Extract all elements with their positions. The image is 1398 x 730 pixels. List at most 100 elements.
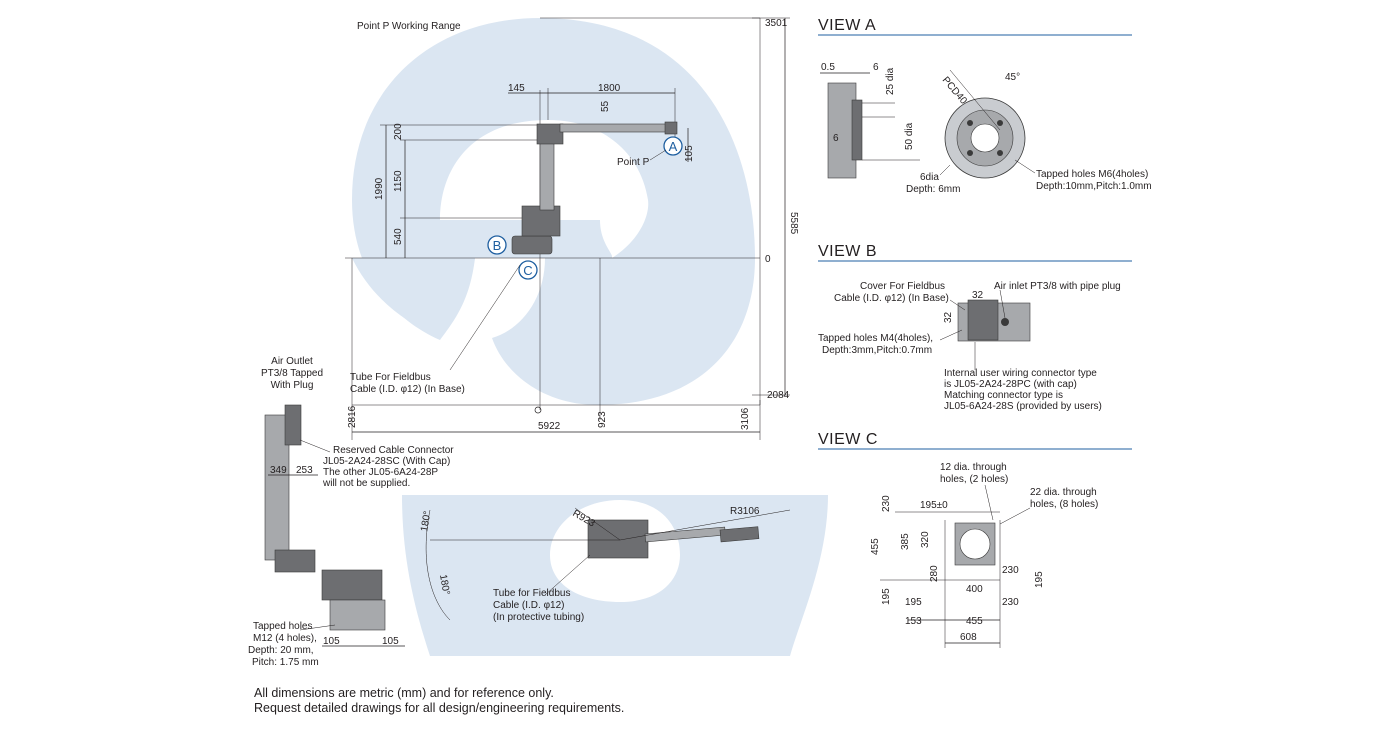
dim-1990: 1990 xyxy=(374,177,385,200)
dim-105: 105 xyxy=(684,145,695,162)
top-tube-leader xyxy=(544,554,591,596)
dim-5922: 5922 xyxy=(538,421,561,432)
bolt-hole-3 xyxy=(967,150,973,156)
tapped-2: M12 (4 holes), xyxy=(253,633,317,644)
cover-leader xyxy=(949,299,966,311)
main-view: A B C Point P Working Range 3501 5585 0 … xyxy=(345,17,799,440)
view-b-tapped-2: Depth:3mm,Pitch:0.7mm xyxy=(822,345,932,356)
dim-6-top: 6 xyxy=(873,62,879,73)
dim-pcd40: PCD40 xyxy=(940,75,969,107)
c-320: 320 xyxy=(920,531,931,548)
robot-lower-arm xyxy=(539,137,555,211)
c-230a: 230 xyxy=(881,495,892,512)
dim-2084: 2084 xyxy=(767,390,790,401)
dim-6-side: 6 xyxy=(833,133,839,144)
top-robot-wrist xyxy=(719,526,760,543)
angle-1: 180° xyxy=(419,510,433,532)
hole6-1: 6dia xyxy=(920,172,939,183)
bolt-hole-2 xyxy=(997,120,1003,126)
internal-3: Matching connector type is xyxy=(944,390,1063,401)
cover-2: Cable (I.D. φ12) (In Base) xyxy=(834,293,949,304)
tube-label-2: Cable (I.D. φ12) (In Base) xyxy=(350,384,465,395)
top-robot-body xyxy=(587,519,649,559)
dim-3501: 3501 xyxy=(765,18,788,29)
r3106-label: R3106 xyxy=(730,506,760,517)
dim-253: 253 xyxy=(296,465,313,476)
top-tube-1: Tube for Fieldbus xyxy=(493,588,570,599)
tapped-3: Depth: 20 mm, xyxy=(248,645,314,656)
footer-line-1: All dimensions are metric (mm) and for r… xyxy=(254,686,554,700)
top-range-area xyxy=(402,495,828,656)
bolt-hole-1 xyxy=(967,120,973,126)
top-tube-3: (In protective tubing) xyxy=(493,612,584,623)
dim-349: 349 xyxy=(270,465,287,476)
view-b: VIEW B Cover For Fieldbus Cable (I.D. φ1… xyxy=(818,243,1132,412)
view-c-title: VIEW C xyxy=(818,431,878,448)
flange-bore xyxy=(970,123,1000,153)
tapped-leader xyxy=(1014,159,1036,174)
c-455: 455 xyxy=(870,538,881,555)
c-153: 153 xyxy=(905,616,922,627)
marker-c xyxy=(518,260,538,280)
side-view: Air Outlet PT3/8 Tapped With Plug Reserv… xyxy=(248,356,454,668)
base-bore xyxy=(959,528,991,560)
tube-leader xyxy=(449,264,521,371)
c-195pm: 195±0 xyxy=(920,500,948,511)
range-label: Point P Working Range xyxy=(357,21,461,32)
dim-45-deg: 45° xyxy=(1005,72,1020,83)
view-b-title: VIEW B xyxy=(818,243,877,260)
dim-55: 55 xyxy=(600,100,611,112)
pcd-leader xyxy=(949,69,1001,131)
dim-105a: 105 xyxy=(323,636,340,647)
view-b-tapped-1: Tapped holes M4(4holes), xyxy=(818,333,933,344)
air-leader xyxy=(999,289,1006,319)
view-a-title: VIEW A xyxy=(818,17,876,34)
reserved-leader xyxy=(299,439,331,453)
side-motor-2 xyxy=(321,569,383,601)
internal-4: JL05-6A24-28S (provided by users) xyxy=(944,401,1102,412)
hole-leader xyxy=(939,164,951,176)
working-range-lower xyxy=(352,258,475,338)
robot-turret xyxy=(521,205,561,237)
point-p-leader xyxy=(649,149,667,161)
c-385: 385 xyxy=(900,533,911,550)
marker-b xyxy=(487,235,507,255)
m4-leader xyxy=(939,329,963,341)
hole12-2: holes, (2 holes) xyxy=(940,474,1008,485)
dim-32a: 32 xyxy=(972,290,984,301)
dim-zero: 0 xyxy=(765,254,771,265)
c-195r: 195 xyxy=(1034,571,1045,588)
dim-1800: 1800 xyxy=(598,83,621,94)
dim-1150: 1150 xyxy=(393,170,404,192)
dim-2816: 2816 xyxy=(347,405,358,428)
internal-1: Internal user wiring connector type xyxy=(944,368,1097,379)
hole6-2: Depth: 6mm xyxy=(906,184,960,195)
c-230b: 230 xyxy=(1002,565,1019,576)
point-p-label: Point P xyxy=(617,157,650,168)
view-a-tapped-2: Depth:10mm,Pitch:1.0mm xyxy=(1036,181,1152,192)
view-a: VIEW A 0.5 6 25 dia 6 50 dia PCD40 45° 6… xyxy=(818,17,1152,195)
air-outlet-2: PT3/8 Tapped xyxy=(261,368,323,379)
dim-200: 200 xyxy=(393,123,404,140)
dim-923: 923 xyxy=(597,411,608,428)
marker-a xyxy=(663,136,683,156)
connector-block xyxy=(967,299,999,341)
internal-2: is JL05-2A24-28PC (with cap) xyxy=(944,379,1077,390)
air-inlet-label: Air inlet PT3/8 with pipe plug xyxy=(994,281,1121,292)
side-motor xyxy=(284,404,302,446)
hole12-leader xyxy=(984,484,994,521)
dim-50-dia: 50 dia xyxy=(904,122,915,150)
air-inlet xyxy=(1001,318,1009,326)
cover-1: Cover For Fieldbus xyxy=(860,281,945,292)
air-outlet-1: Air Outlet xyxy=(271,356,313,367)
reserved-3: The other JL05-6A24-28P xyxy=(323,467,438,478)
view-c: VIEW C 12 dia. through holes, (2 holes) … xyxy=(818,431,1132,648)
dim-32b: 32 xyxy=(943,311,954,323)
robot-base xyxy=(511,235,553,255)
dim-105b: 105 xyxy=(382,636,399,647)
dim-5585: 5585 xyxy=(788,212,799,235)
c-195l: 195 xyxy=(881,588,892,605)
marker-a-label: A xyxy=(669,139,678,154)
tapped-1: Tapped holes xyxy=(253,621,313,632)
